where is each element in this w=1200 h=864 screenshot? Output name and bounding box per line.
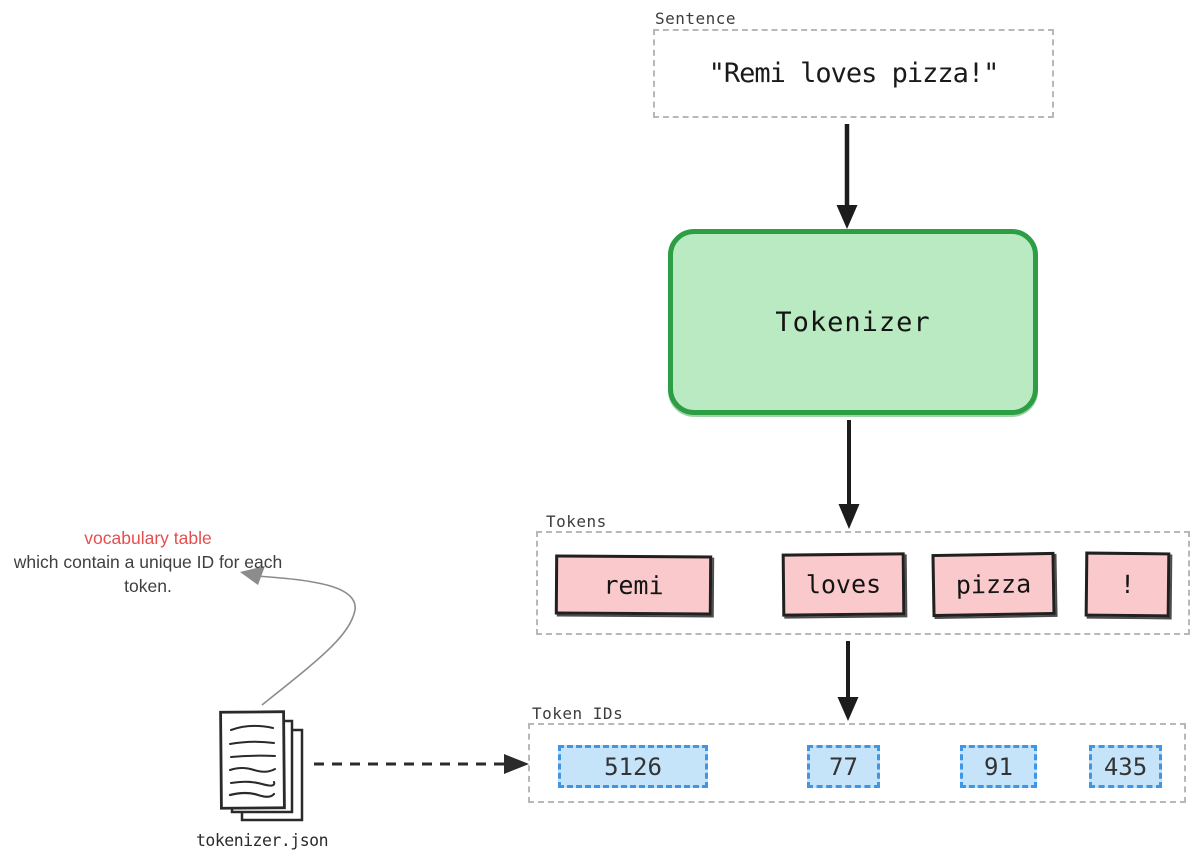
- sentence-box: "Remi loves pizza!": [653, 29, 1054, 118]
- token-id-chip: 5126: [558, 745, 708, 788]
- tokens-to-ids-arrow: [837, 641, 859, 721]
- token-id-chip: 91: [960, 745, 1037, 788]
- tokenizer-to-tokens-arrow: [838, 420, 860, 529]
- tokenizer-box: Tokenizer: [668, 229, 1038, 415]
- annotation-body-line1: which contain a unique ID for each: [13, 552, 283, 572]
- vocabulary-annotation: vocabulary table which contain a unique …: [2, 526, 294, 598]
- file-to-ids-dashed-arrow: [314, 754, 529, 774]
- tokenizer-label: Tokenizer: [775, 306, 931, 338]
- sentence-to-tokenizer-arrow: [836, 124, 858, 229]
- annotation-highlight: vocabulary table: [84, 528, 212, 548]
- token-chip: loves: [781, 552, 906, 617]
- file-label: tokenizer.json: [195, 831, 329, 850]
- sentence-text: "Remi loves pizza!": [708, 58, 1000, 89]
- annotation-body-line2: token.: [124, 576, 172, 596]
- sentence-group-label: Sentence: [655, 9, 737, 28]
- tokens-group-label: Tokens: [546, 512, 607, 531]
- tokens-box: [536, 531, 1190, 635]
- token-chip: remi: [554, 554, 713, 616]
- document-stack-icon: [219, 710, 304, 822]
- token-chip: pizza: [931, 551, 1056, 618]
- token-chip: !: [1084, 551, 1171, 618]
- token-ids-box: [528, 723, 1186, 803]
- token-id-chip: 435: [1089, 745, 1162, 788]
- token-id-chip: 77: [807, 745, 880, 788]
- token-ids-group-label: Token IDs: [532, 704, 624, 723]
